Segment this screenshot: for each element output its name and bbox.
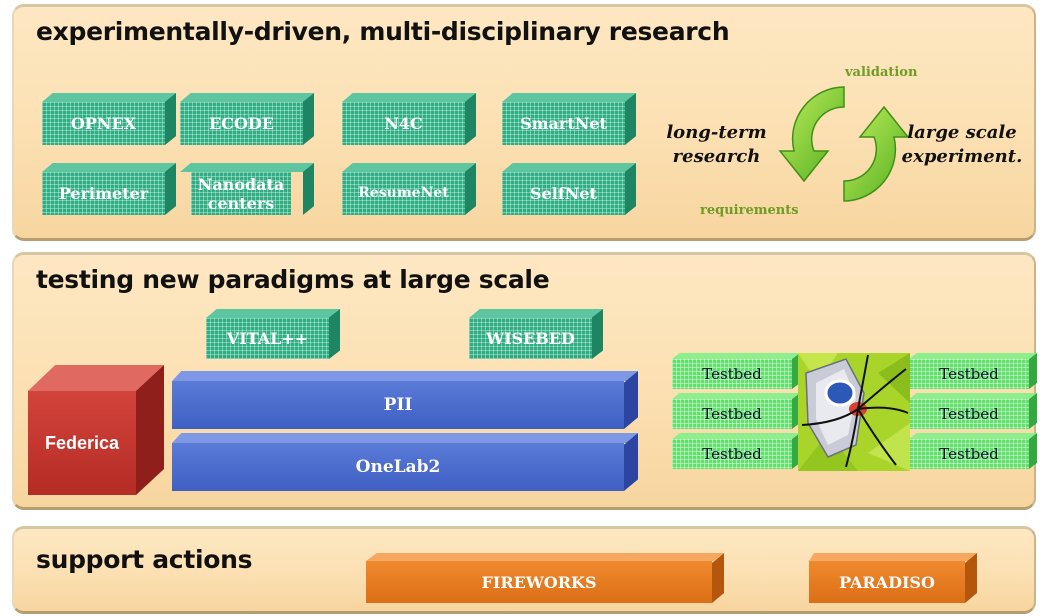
project-box-smartnet: SmartNet [502,93,636,145]
testbed-label: Testbed [909,399,1029,429]
project-box-ecode: ECODE [180,93,314,145]
testbed-box: Testbed [672,353,800,389]
federica-block: Federica [28,365,164,495]
cycle-requirements-label: requirements [700,203,799,218]
federation-spider-illustration-icon [798,353,910,471]
layer-label: PII [172,381,624,429]
cycle-validation-label: validation [845,65,918,80]
project-box-resumenet: ResumeNet [342,163,476,215]
cycle-left-label: long-term research [666,122,767,167]
project-box-perimeter: Perimeter [42,163,176,215]
project-box-opnex: OPNEX [42,93,176,145]
support-action-fireworks: FIREWORKS [366,553,724,603]
project-box-nanodata-centers: Nanodata centers [180,163,314,215]
support-panel: support actions FIREWORKS PARADISO [12,526,1036,614]
support-action-label: PARADISO [809,561,965,603]
testbed-label: Testbed [909,359,1029,389]
research-panel: experimentally-driven, multi-disciplinar… [12,4,1036,241]
testbed-box: Testbed [909,353,1037,389]
project-label: ResumeNet [342,172,465,215]
testbed-label: Testbed [672,439,792,469]
project-label: SelfNet [502,172,625,215]
testbed-box: Testbed [672,433,800,469]
testing-panel-title: testing new paradigms at large scale [36,265,550,294]
testbed-box: Testbed [672,393,800,429]
research-panel-title: experimentally-driven, multi-disciplinar… [36,17,730,46]
testbed-label: Testbed [909,439,1029,469]
layer-label: OneLab2 [172,443,624,491]
support-panel-title: support actions [36,545,253,574]
support-action-label: FIREWORKS [366,561,712,603]
project-box-wisebed: WISEBED [469,309,603,359]
project-label: Nanodata centers [191,172,291,215]
project-box-selfnet: SelfNet [502,163,636,215]
project-label: WISEBED [469,318,592,359]
layer-pii: PII [172,371,638,429]
project-box-vital: VITAL++ [206,309,340,359]
project-box-n4c: N4C [342,93,476,145]
cycle-right-label: large scale experiment. [901,122,1023,167]
project-label: N4C [342,102,465,145]
testbed-label: Testbed [672,359,792,389]
support-action-paradiso: PARADISO [809,553,977,603]
project-label: VITAL++ [206,318,329,359]
federica-label: Federica [28,391,136,495]
testbed-box: Testbed [909,433,1037,469]
testbed-box: Testbed [909,393,1037,429]
testbed-label: Testbed [672,399,792,429]
project-label: ECODE [180,102,303,145]
layer-onelab2: OneLab2 [172,433,638,491]
project-label: OPNEX [42,102,165,145]
project-label: Perimeter [42,172,165,215]
project-label: SmartNet [502,102,625,145]
research-cycle-arrows-icon [778,86,910,202]
testing-panel: testing new paradigms at large scale VIT… [12,252,1037,510]
